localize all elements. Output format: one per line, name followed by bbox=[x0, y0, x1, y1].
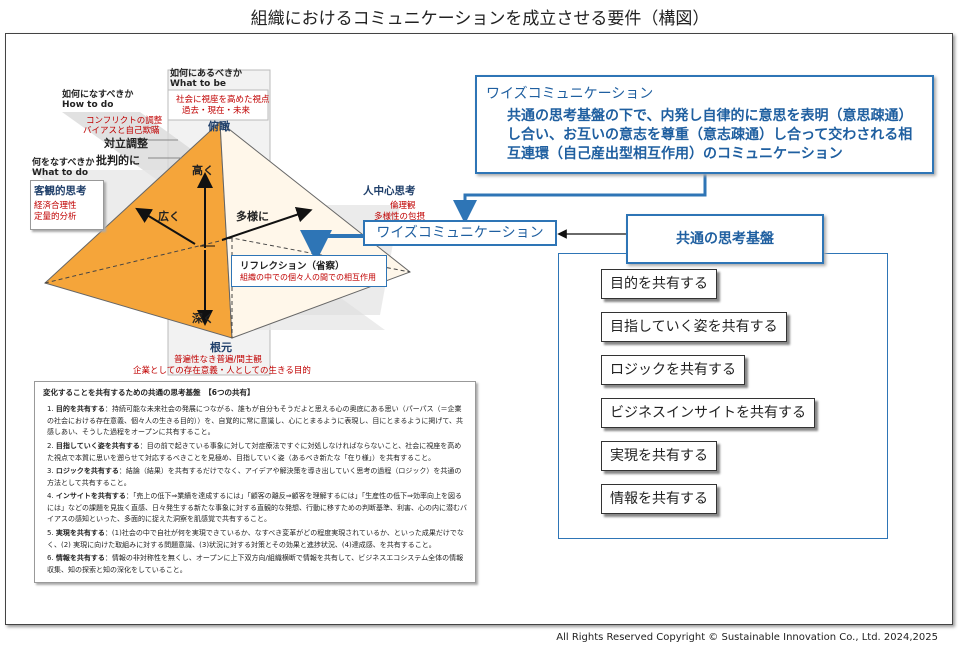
inner-wide: 広く bbox=[158, 210, 180, 223]
objective-desc1: 経済合理性 bbox=[34, 201, 77, 211]
inner-diverse: 多様に bbox=[236, 210, 269, 223]
apex-label: 俯瞰 bbox=[208, 120, 230, 133]
six-shares-item: 4. インサイトを共有する：「売上の低下⇒業績を達成するには」「顧客の離反⇒顧客… bbox=[47, 492, 467, 523]
root-label: 根元 bbox=[210, 341, 232, 354]
six-shares-title: 変化することを共有するための共通の思考基盤 【6つの共有】 bbox=[43, 388, 255, 397]
wise-communication-box: ワイズコミュニケーション 共通の思考基盤の下で、内発し自律的に意思を表明（意思疎… bbox=[475, 75, 934, 174]
how-axis-ja: 如何になすべきか bbox=[62, 90, 134, 100]
common-base-item: 目指していく姿を共有する bbox=[601, 312, 787, 342]
wise-to-reflection bbox=[300, 230, 363, 262]
human-centered-desc1: 倫理観 bbox=[390, 201, 416, 211]
objective-desc2: 定量的分析 bbox=[34, 212, 77, 222]
arrow-wide bbox=[135, 207, 196, 245]
six-shares-item: 2. 目指していく姿を共有する：目の前で起きている事象に対して対症療法ですぐに対… bbox=[47, 442, 462, 462]
common-base-title: 共通の思考基盤 bbox=[626, 214, 824, 264]
inner-deep: 深く bbox=[192, 312, 214, 325]
reflection-desc: 組織の中での個々人の間での相互作用 bbox=[240, 273, 376, 282]
arrow-diverse bbox=[221, 206, 313, 241]
top-axis-desc1: 社会に視座を高めた視点 bbox=[176, 95, 270, 105]
reflection-title: リフレクション（省察） bbox=[240, 261, 345, 272]
wise-communication-title: ワイズコミュニケーション bbox=[486, 86, 654, 102]
top-axis-ja: 如何にあるべきか bbox=[170, 69, 243, 79]
page-title: 組織におけるコミュニケーションを成立させる要件（構図） bbox=[250, 9, 710, 29]
human-centered-desc2: 多様性の包摂 bbox=[374, 212, 426, 222]
copyright: All Rights Reserved Copyright © Sustaina… bbox=[556, 632, 938, 643]
six-shares-item: 5. 実現を共有する：(1)社会の中で自社が何を実現できているか、なすべき変革が… bbox=[47, 529, 464, 549]
six-shares-item: 1. 目的を共有する：持続可能な未来社会の発展につながる、誰もが自分もそうだよと… bbox=[47, 405, 464, 436]
six-shares-item: 6. 情報を共有する：情報の非対称性を無くし、オープンに上下双方向/組織横断で情… bbox=[47, 554, 464, 574]
top-axis-en: What to be bbox=[170, 79, 227, 89]
how-axis-desc1: コンフリクトの調整 bbox=[86, 116, 163, 126]
how-axis-label2: 批判的に bbox=[96, 154, 140, 167]
inner-high: 高く bbox=[192, 164, 214, 177]
root-desc1: 普遍性なき普遍/間主観 bbox=[174, 355, 262, 365]
wise-connector bbox=[453, 170, 707, 224]
what-do-axis-en: What to do bbox=[32, 168, 89, 178]
human-centered-title: 人中心思考 bbox=[363, 185, 416, 197]
common-base-item: ロジックを共有する bbox=[601, 355, 745, 385]
common-base-item: ビジネスインサイトを共有する bbox=[601, 398, 815, 428]
common-base-item: 情報を共有する bbox=[601, 484, 717, 514]
six-shares-textbox: 変化することを共有するための共通の思考基盤 【6つの共有】 1. 目的を共有する… bbox=[34, 381, 476, 583]
common-base-item: 目的を共有する bbox=[601, 269, 717, 299]
diagram-frame bbox=[5, 33, 953, 625]
top-axis-desc2: 過去・現在・未来 bbox=[182, 106, 251, 116]
reflection-box bbox=[231, 255, 387, 287]
six-shares-item: 3. ロジックを共有する：結論（結果）を共有するだけでなく、アイデアや解決策を導… bbox=[47, 467, 462, 487]
how-axis-desc2: バイアスと自己欺瞞 bbox=[83, 126, 160, 136]
how-axis-en: How to do bbox=[62, 100, 114, 110]
wise-communication-label: ワイズコミュニケーション bbox=[363, 220, 557, 246]
objective-thinking-box bbox=[30, 180, 104, 230]
objective-thinking-title: 客観的思考 bbox=[34, 185, 87, 197]
what-do-axis-ja: 何をなすべきか bbox=[32, 158, 95, 168]
how-axis-label1: 対立調整 bbox=[104, 137, 148, 150]
root-desc2: 企業としての存在意義・人としての生きる目的 bbox=[133, 366, 311, 376]
wise-communication-body: 共通の思考基盤の下で、内発し自律的に意思を表明（意思疎通）し合い、お互いの意志を… bbox=[507, 108, 913, 162]
top-plate bbox=[167, 89, 269, 121]
common-base-item: 実現を共有する bbox=[601, 441, 717, 471]
